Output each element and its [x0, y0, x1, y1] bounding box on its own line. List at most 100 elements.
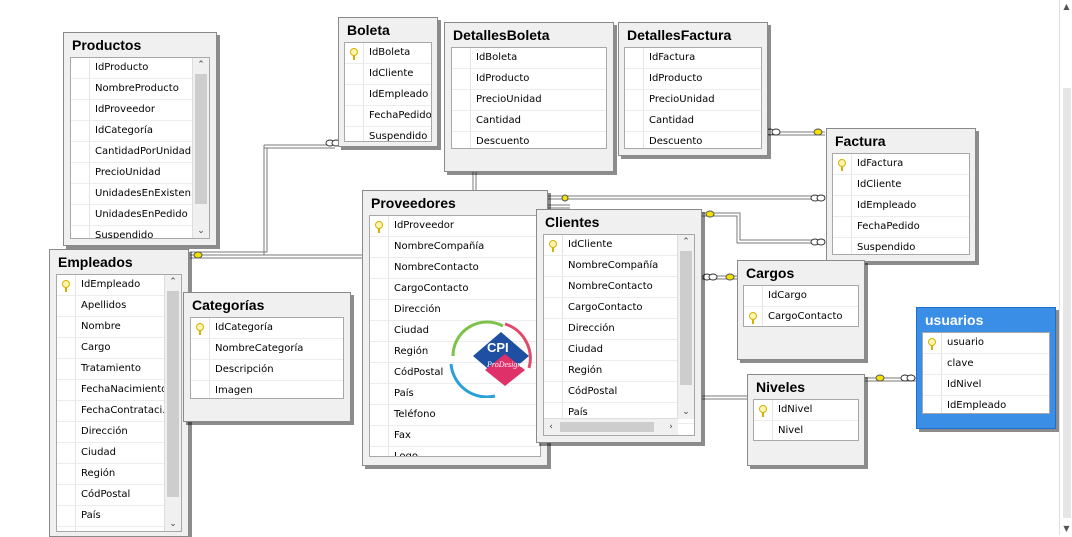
table-title[interactable]: Boleta: [347, 22, 390, 38]
scrollbar-thumb[interactable]: [1063, 88, 1071, 518]
column-row[interactable]: FechaPedido: [833, 217, 969, 238]
row-selector[interactable]: [754, 421, 773, 440]
scroll-thumb[interactable]: [680, 251, 692, 385]
column-row[interactable]: CantidadPorUnidad: [71, 142, 209, 163]
column-row[interactable]: IdProveedor: [71, 100, 209, 121]
row-selector[interactable]: [923, 333, 942, 353]
column-row[interactable]: Nivel: [754, 421, 858, 440]
column-row[interactable]: Región: [544, 361, 694, 382]
row-selector[interactable]: [370, 342, 389, 362]
table-title[interactable]: Proveedores: [371, 195, 456, 211]
row-selector[interactable]: [191, 339, 210, 359]
column-row[interactable]: Suspendido: [345, 127, 431, 141]
row-selector[interactable]: [625, 69, 644, 89]
row-selector[interactable]: [833, 238, 852, 254]
table-title[interactable]: DetallesFactura: [627, 27, 732, 43]
row-selector[interactable]: [57, 401, 76, 421]
row-selector[interactable]: [370, 216, 389, 236]
column-row[interactable]: NombreProducto: [71, 79, 209, 100]
column-row[interactable]: FechaPedido: [345, 106, 431, 127]
row-selector[interactable]: [71, 163, 90, 183]
row-selector[interactable]: [923, 375, 942, 395]
row-selector[interactable]: [57, 317, 76, 337]
row-selector[interactable]: [57, 485, 76, 505]
column-row[interactable]: Ciudad: [544, 340, 694, 361]
row-selector[interactable]: [833, 196, 852, 216]
table-title[interactable]: Clientes: [545, 214, 600, 230]
row-selector[interactable]: [452, 90, 471, 110]
column-row[interactable]: PrecioUnidad: [452, 90, 606, 111]
row-selector[interactable]: [923, 354, 942, 374]
column-scrollbar[interactable]: ⌃⌄: [677, 235, 694, 419]
column-row[interactable]: Nombre: [57, 317, 181, 338]
column-row[interactable]: IdEmpleado: [345, 85, 431, 106]
scroll-up-icon[interactable]: ⌃: [682, 237, 690, 247]
column-row[interactable]: UnidadesEnExisten...: [71, 184, 209, 205]
column-row[interactable]: Dirección: [370, 300, 540, 321]
column-row[interactable]: País: [57, 506, 181, 527]
row-selector[interactable]: [57, 359, 76, 379]
row-selector[interactable]: [544, 319, 563, 339]
column-row[interactable]: usuario: [923, 333, 1049, 354]
row-selector[interactable]: [625, 90, 644, 110]
row-selector[interactable]: [452, 69, 471, 89]
row-selector[interactable]: [71, 58, 90, 78]
column-row[interactable]: Suspendido: [833, 238, 969, 254]
scroll-down-icon[interactable]: ⌄: [197, 226, 205, 236]
column-row[interactable]: Dirección: [544, 319, 694, 340]
column-row[interactable]: Ciudad: [57, 443, 181, 464]
column-row[interactable]: CargoContacto: [744, 307, 858, 326]
row-selector[interactable]: [370, 279, 389, 299]
column-row[interactable]: Región: [57, 464, 181, 485]
column-row[interactable]: IdCategoría: [191, 318, 343, 339]
column-row[interactable]: IdNivel: [923, 375, 1049, 396]
column-row[interactable]: IdProducto: [625, 69, 761, 90]
row-selector[interactable]: [345, 64, 364, 84]
column-row[interactable]: FechaNacimiento: [57, 380, 181, 401]
row-selector[interactable]: [191, 360, 210, 380]
column-row[interactable]: CódPostal: [57, 485, 181, 506]
column-row[interactable]: IdProducto: [452, 69, 606, 90]
row-selector[interactable]: [57, 422, 76, 442]
row-selector[interactable]: [544, 340, 563, 360]
table-title[interactable]: Empleados: [58, 254, 133, 270]
row-selector[interactable]: [57, 275, 76, 295]
row-selector[interactable]: [191, 318, 210, 338]
row-selector[interactable]: [754, 400, 773, 420]
row-selector[interactable]: [625, 111, 644, 131]
row-selector[interactable]: [71, 184, 90, 204]
column-row[interactable]: Dirección: [57, 422, 181, 443]
column-row[interactable]: IdFactura: [833, 154, 969, 175]
row-selector[interactable]: [57, 380, 76, 400]
column-scrollbar[interactable]: ⌃⌄: [164, 275, 181, 531]
row-selector[interactable]: [544, 298, 563, 318]
column-row[interactable]: IdNivel: [754, 400, 858, 421]
scroll-up-arrow-icon[interactable]: ▲: [1063, 2, 1070, 11]
column-row[interactable]: Cargo: [57, 338, 181, 359]
column-row[interactable]: NombreCategoría: [191, 339, 343, 360]
row-selector[interactable]: [833, 175, 852, 195]
row-selector[interactable]: [57, 296, 76, 316]
row-selector[interactable]: [833, 154, 852, 174]
row-selector[interactable]: [71, 121, 90, 141]
row-selector[interactable]: [345, 127, 364, 141]
row-selector[interactable]: [544, 256, 563, 276]
column-row[interactable]: Suspendido: [71, 226, 209, 238]
row-selector[interactable]: [544, 235, 563, 255]
column-row[interactable]: NombreContacto: [370, 258, 540, 279]
column-row[interactable]: Descripción: [191, 360, 343, 381]
table-title[interactable]: DetallesBoleta: [453, 27, 550, 43]
scroll-thumb[interactable]: [560, 422, 654, 432]
column-row[interactable]: PrecioUnidad: [71, 163, 209, 184]
column-row[interactable]: IdCliente: [544, 235, 694, 256]
row-selector[interactable]: [452, 132, 471, 148]
row-selector[interactable]: [71, 205, 90, 225]
